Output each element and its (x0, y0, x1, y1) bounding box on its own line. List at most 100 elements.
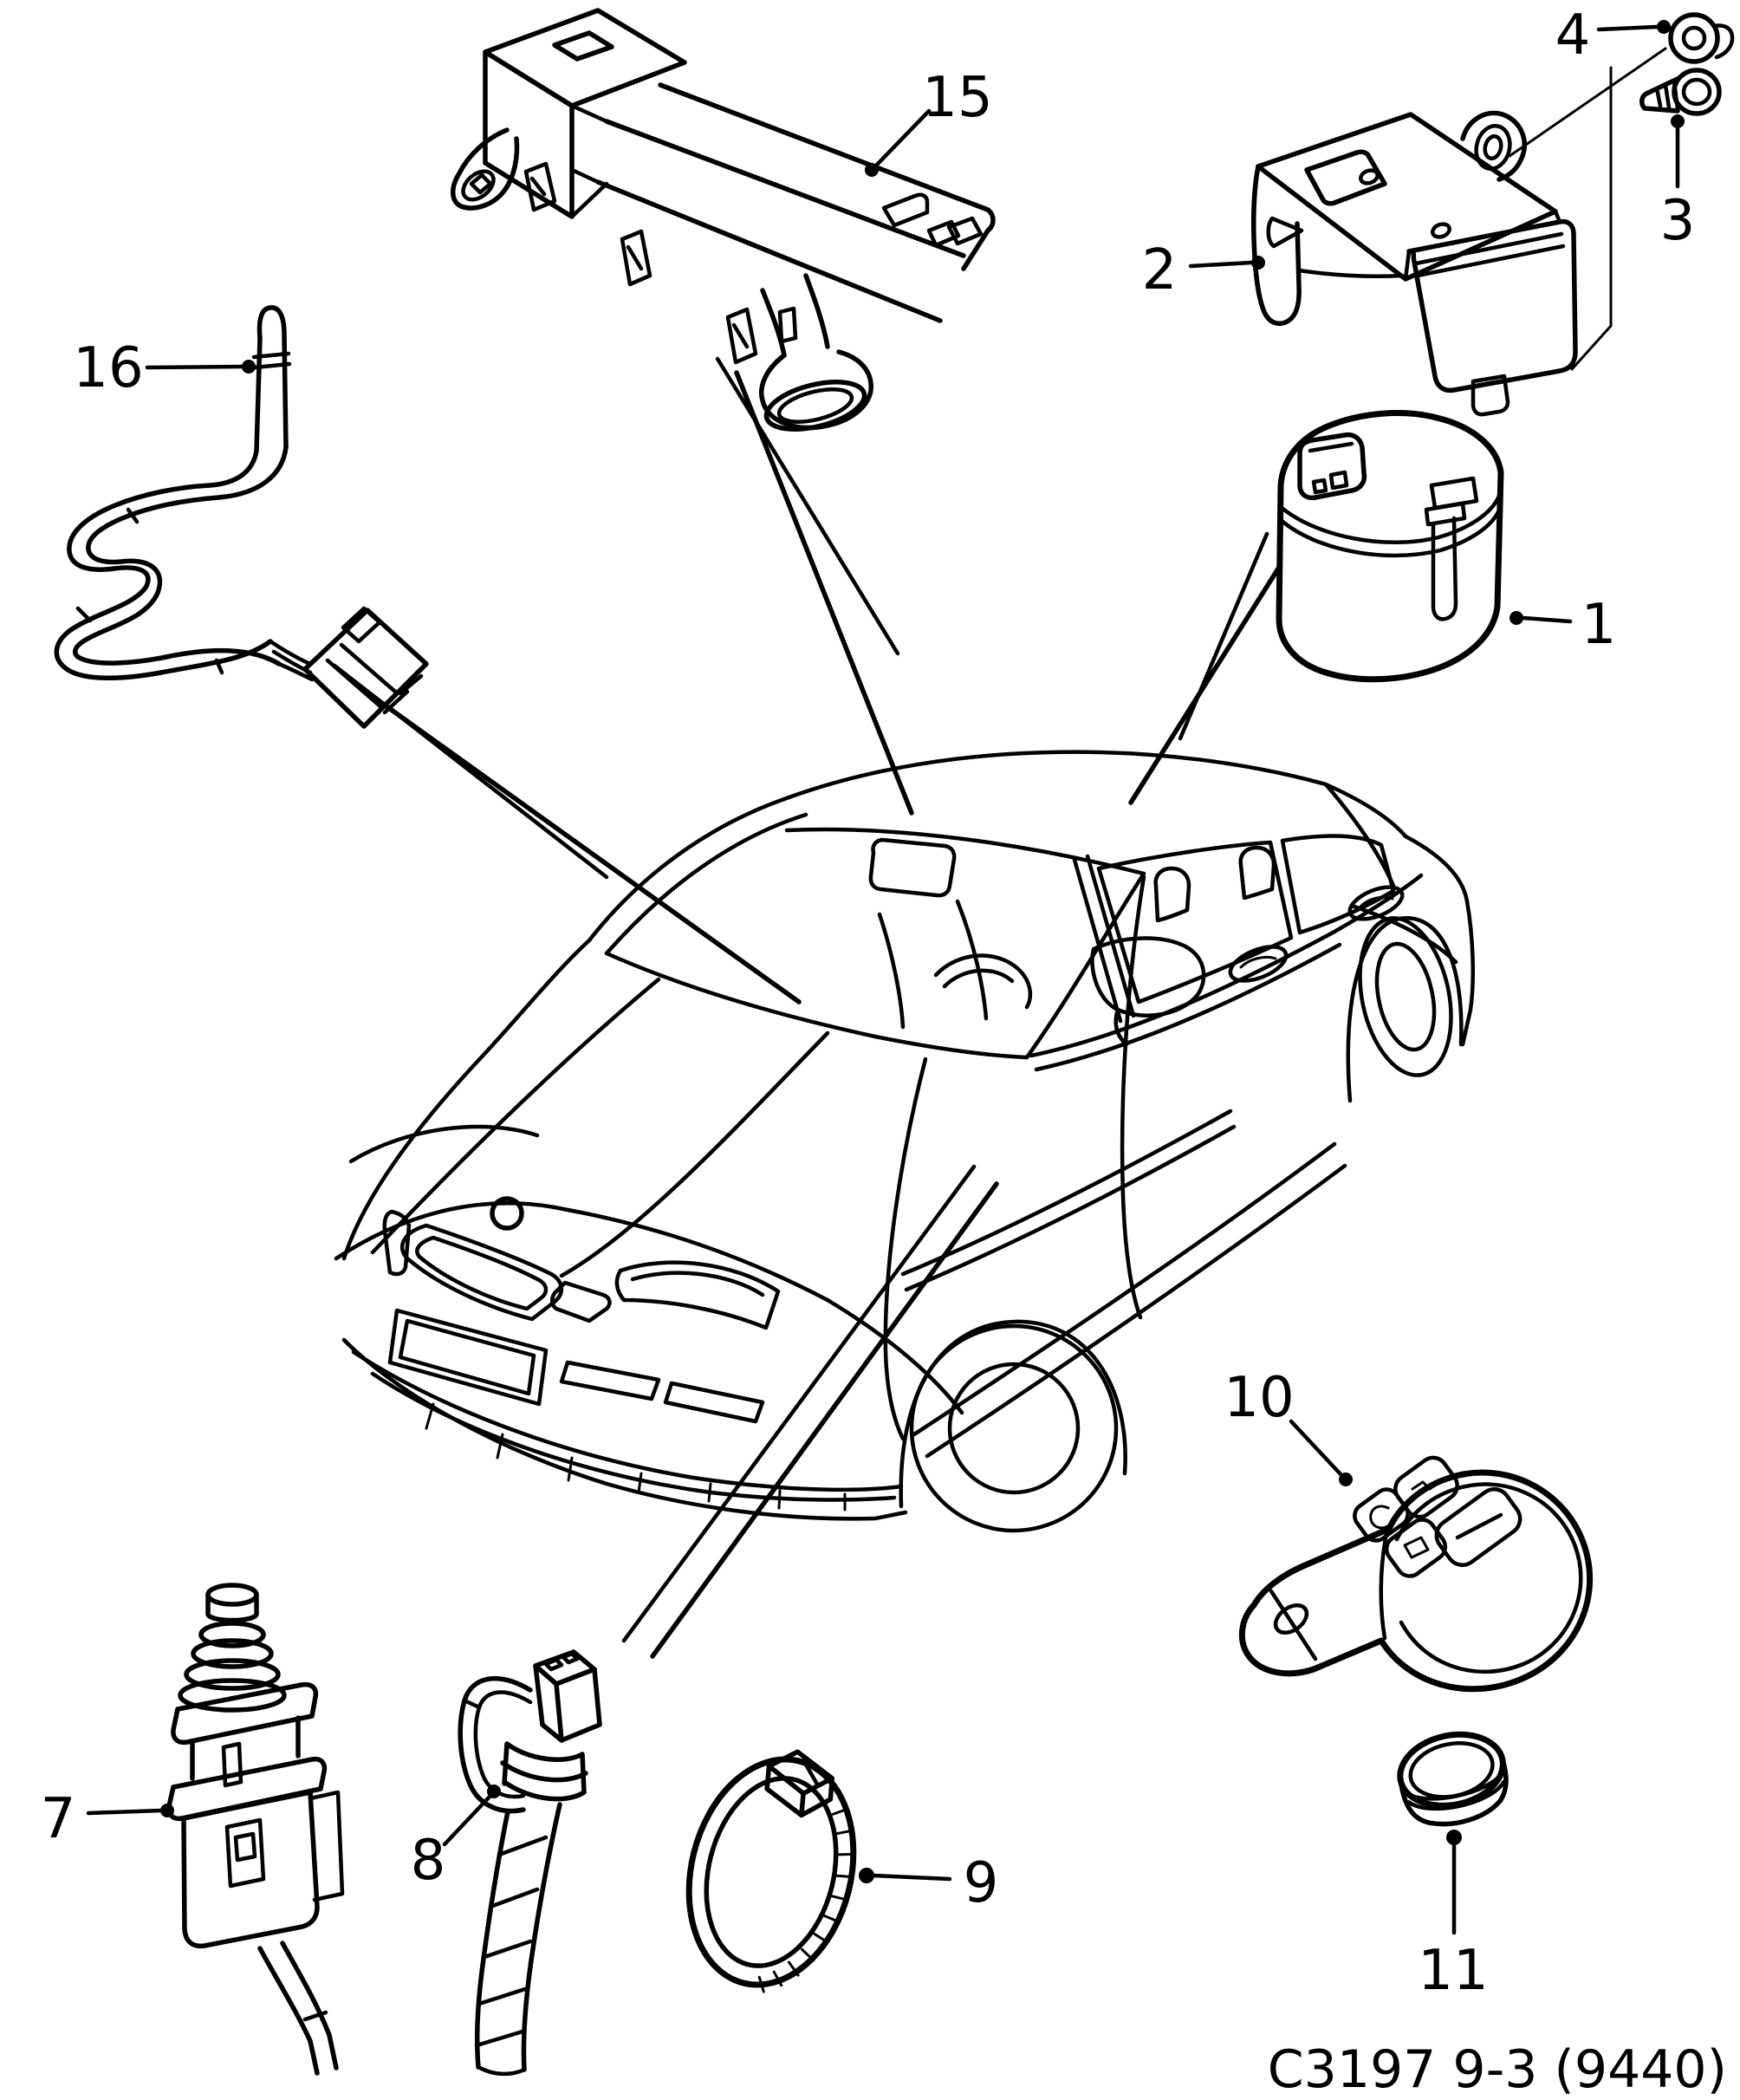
headlight-inner (630, 1271, 765, 1297)
rail-back-edge (658, 82, 996, 271)
ear-outline (1460, 110, 1527, 182)
bolt-axis-line (1508, 47, 1667, 158)
a-pillar-outer (587, 796, 787, 943)
body-outline (1406, 218, 1578, 393)
harness-connector-drawing (458, 1649, 602, 2077)
antenna-collar (251, 351, 292, 370)
a-pillar-inner (604, 812, 808, 956)
cap-side (205, 1592, 259, 1623)
wire-tick (302, 2010, 328, 2022)
leader-dot-10 (1339, 1473, 1353, 1486)
leader-line-1 (1521, 615, 1573, 624)
left-horn (451, 127, 520, 211)
clip-stirrup-outer (458, 1676, 533, 1814)
fob-outline (1238, 1469, 1593, 1693)
beltline (1029, 873, 1424, 1058)
rear-outline (1403, 834, 1475, 1047)
leader-dot-2 (1251, 256, 1265, 270)
bumper-band-mid (370, 1371, 897, 1502)
strap-cross (1296, 268, 1405, 278)
rear-door-handle-inner (1359, 895, 1394, 908)
leader-dot-7 (160, 1804, 174, 1817)
funnel-neck-slot (777, 306, 798, 344)
seat-back-right (955, 899, 989, 1021)
button-lock-icon (1411, 1480, 1440, 1491)
button-unlock-icon (1369, 1505, 1392, 1530)
header-inner (784, 827, 1146, 876)
funnel-mouth-outer (763, 380, 867, 432)
button-panic (1434, 1487, 1522, 1567)
callout-1: 1 (1581, 593, 1617, 657)
plate-hole-2 (1431, 222, 1451, 239)
plate-recess-inner (398, 1318, 536, 1396)
funnel-mouth-inner (776, 387, 854, 424)
clamp-screw-head (764, 1749, 835, 1818)
saab-badge (490, 1196, 524, 1231)
callout-9: 9 (964, 1851, 999, 1915)
leader-fender-b (650, 1181, 999, 1659)
button-trunk-icon (1403, 1536, 1430, 1559)
grille-left-slot (382, 1209, 412, 1277)
lead-end (476, 2064, 527, 2077)
plug-terminals (543, 1651, 580, 1672)
lead-wire (474, 1802, 562, 2072)
cap-top (205, 1583, 259, 1607)
leader-dot-11 (1446, 1830, 1462, 1845)
plate-cutout (1304, 149, 1387, 206)
plate-recess-outer (387, 1308, 549, 1407)
leader-15-roof-b (734, 370, 914, 816)
headlight (614, 1260, 781, 1330)
bolt-threads (1654, 79, 1680, 112)
roof-silhouette (782, 750, 1408, 839)
rear-wheel-rim (1374, 941, 1437, 1052)
antenna-mast (254, 332, 289, 453)
rail-square-hole (926, 219, 961, 248)
grille-inner (415, 1235, 549, 1311)
bolt-drawing (1639, 68, 1722, 116)
callout-11: 11 (1418, 1939, 1488, 2003)
head-seam (1379, 1531, 1389, 1641)
location-leader-lines (332, 356, 1282, 1659)
flange-1 (171, 1681, 319, 1746)
button-unlock (1353, 1487, 1410, 1543)
nut-outer (1668, 12, 1720, 64)
c-pillar (1323, 782, 1396, 888)
bolt-head-flange (1681, 77, 1712, 107)
bellows-4 (178, 1678, 287, 1713)
leader-line-8 (442, 1794, 492, 1847)
bumper-slats (425, 1402, 847, 1512)
plate-body-join (1403, 209, 1562, 282)
bellows-3 (184, 1658, 281, 1691)
plug-right (559, 1667, 602, 1743)
boot-ribs (500, 1741, 588, 1802)
left-strap (1251, 164, 1302, 327)
bottom-tab (1471, 374, 1510, 417)
hood-left-edge (348, 1124, 540, 1164)
bolt-shank (1639, 75, 1682, 114)
connector-inner-2 (339, 642, 398, 694)
rear-door-shutline (1120, 874, 1146, 1320)
ear-hole-outer (1474, 124, 1512, 171)
leader-dot-8 (487, 1785, 501, 1798)
leader-line-9 (871, 1873, 952, 1882)
clamp-inner (704, 1776, 839, 1968)
side-mirror (1090, 936, 1206, 1017)
leader-line-4 (1596, 24, 1659, 32)
ear-hole-inner (1483, 133, 1503, 161)
box-top-slot (552, 30, 614, 62)
leader-fender-a (621, 1164, 977, 1643)
bumper-bottom (341, 1337, 908, 1521)
clamp-drawing (685, 1749, 857, 1993)
nut-inner (1681, 25, 1707, 51)
bumper-band-top (351, 1349, 904, 1492)
funnel-neck (760, 273, 830, 358)
fender-ridge (341, 938, 592, 1261)
front-wheel-tire (909, 1323, 1119, 1533)
left-horn-mouth (461, 169, 496, 202)
leader-dot-1 (1510, 611, 1523, 625)
seat-back-left (877, 912, 906, 1030)
battery-rims (1403, 1769, 1506, 1811)
cable-outline-a (54, 448, 273, 681)
siren-strap-top (1424, 501, 1467, 527)
